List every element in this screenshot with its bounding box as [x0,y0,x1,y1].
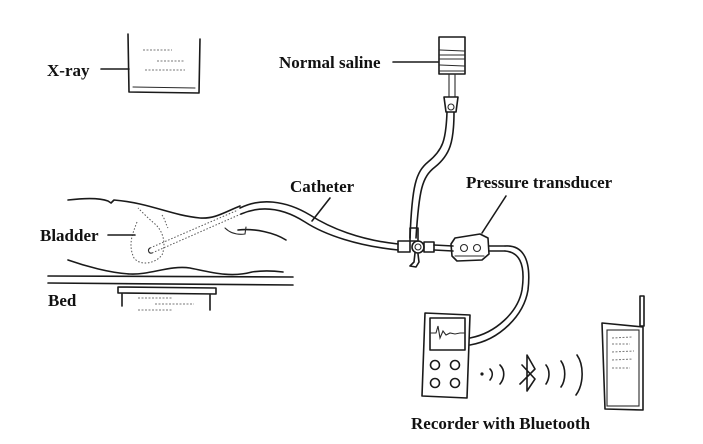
xray-film-icon [127,33,201,94]
transducer-leader-line [481,195,507,234]
bed-icon [47,275,294,311]
recorder-device-icon [421,312,471,399]
pressure-transducer-icon [450,233,506,262]
recorder-cable [469,245,530,346]
stopcock-icon [397,227,454,268]
bluetooth-icon [519,354,536,392]
saline-bag-icon [438,36,466,113]
catheter-leader-line [311,197,331,222]
patient-body [67,197,287,276]
catheter-internal [147,209,242,254]
catheter-label: Catheter [290,177,355,196]
saline-tubing [409,111,455,239]
xray-label: X-ray [47,61,90,80]
receiver-device-icon [601,295,645,411]
catheter-tubing [239,201,399,251]
pressure-transducer-label: Pressure transducer [466,173,613,192]
bladder-icon [130,207,169,264]
bladder-label: Bladder [40,226,99,245]
recorder-label: Recorder with Bluetooth [411,414,591,433]
normal-saline-label: Normal saline [279,53,381,72]
wireless-waves-icon [480,354,583,396]
bed-label: Bed [48,291,77,310]
